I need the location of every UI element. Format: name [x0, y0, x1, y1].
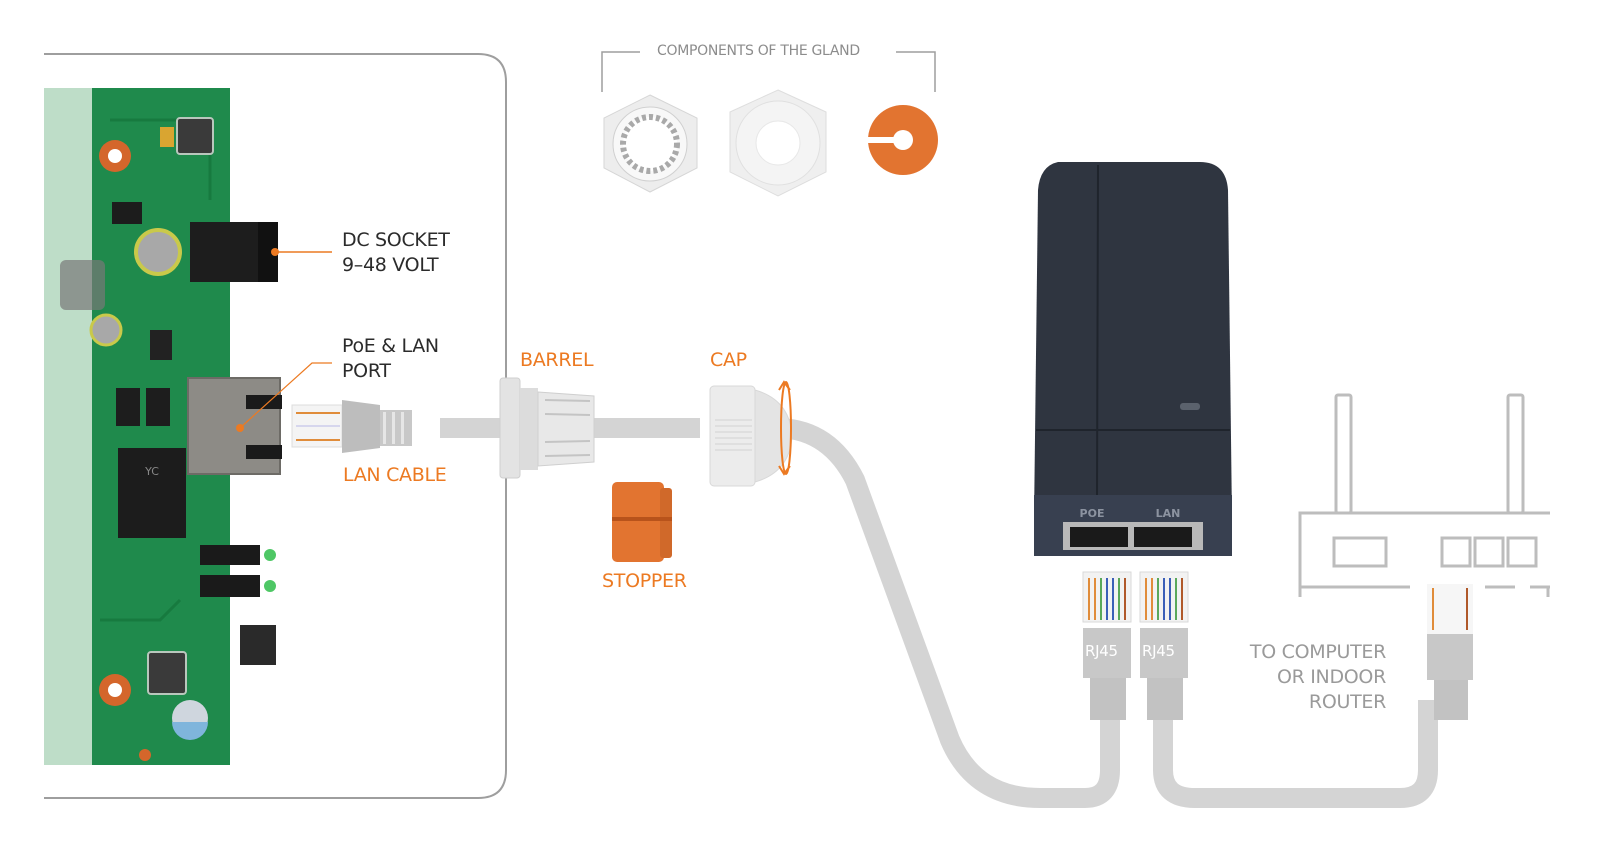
lan-cable-curved [779, 418, 1120, 808]
to-computer-label-line1: TO COMPUTER [1249, 641, 1386, 663]
injector-port-poe [1070, 527, 1128, 547]
lan-cable-router [1153, 690, 1438, 808]
poe-injector: POE LAN [1034, 162, 1232, 556]
poe-transformer-chip [118, 448, 186, 538]
seal-ring-icon [729, 89, 827, 197]
barrel-label: BARREL [520, 349, 594, 371]
poe-port-callout-line [239, 362, 332, 429]
injector-label-lan: LAN [1156, 507, 1181, 520]
stopper-label: STOPPER [602, 570, 687, 592]
dc-socket-label: DC SOCKET 9–48 VOLT [342, 228, 450, 278]
cap-label: CAP [710, 349, 747, 371]
hex-nut-icon [603, 94, 698, 193]
poe-lan-port-label: PoE & LAN PORT [342, 334, 439, 384]
rj45-plug-poe [1082, 571, 1132, 720]
rotate-arrow-icon [778, 380, 792, 476]
rj45-plug-pcb [291, 400, 412, 453]
inductor-bottom [147, 651, 187, 695]
gland-cap [709, 385, 793, 487]
gland-bracket-right [896, 51, 936, 92]
to-computer-label: TO COMPUTER OR INDOOR ROUTER [1218, 640, 1386, 715]
to-computer-label-line2: OR INDOOR [1276, 666, 1386, 688]
chip-brand: YC [144, 465, 159, 478]
poe-lan-port-label-line1: PoE & LAN [342, 335, 439, 357]
rj45-plug-router [1427, 584, 1473, 720]
inductor-top [176, 117, 214, 155]
to-computer-label-line3: ROUTER [1308, 691, 1386, 713]
gland-components-header: COMPONENTS OF THE GLAND [657, 43, 860, 59]
split-ring-icon [866, 105, 938, 175]
pcb-rj45-port [187, 377, 281, 475]
status-led [1180, 403, 1200, 410]
capacitor-large [134, 228, 182, 276]
pcb-board: YC [44, 88, 282, 765]
stopper-part [612, 482, 672, 562]
dc-socket-label-line2: 9–48 VOLT [342, 254, 439, 276]
gland-barrel [499, 377, 595, 479]
rj45-label-right: RJ45 [1142, 642, 1175, 660]
rj45-plug-lan [1139, 571, 1189, 720]
dc-socket-label-line1: DC SOCKET [342, 229, 450, 251]
injector-label-poe: POE [1080, 507, 1105, 520]
rj45-label-left: RJ45 [1085, 642, 1118, 660]
router-icon [1298, 393, 1550, 597]
injector-port-lan [1134, 527, 1192, 547]
gland-bracket-left [601, 51, 640, 92]
lan-cable-label: LAN CABLE [343, 464, 447, 486]
poe-lan-port-label-line2: PORT [342, 360, 391, 382]
